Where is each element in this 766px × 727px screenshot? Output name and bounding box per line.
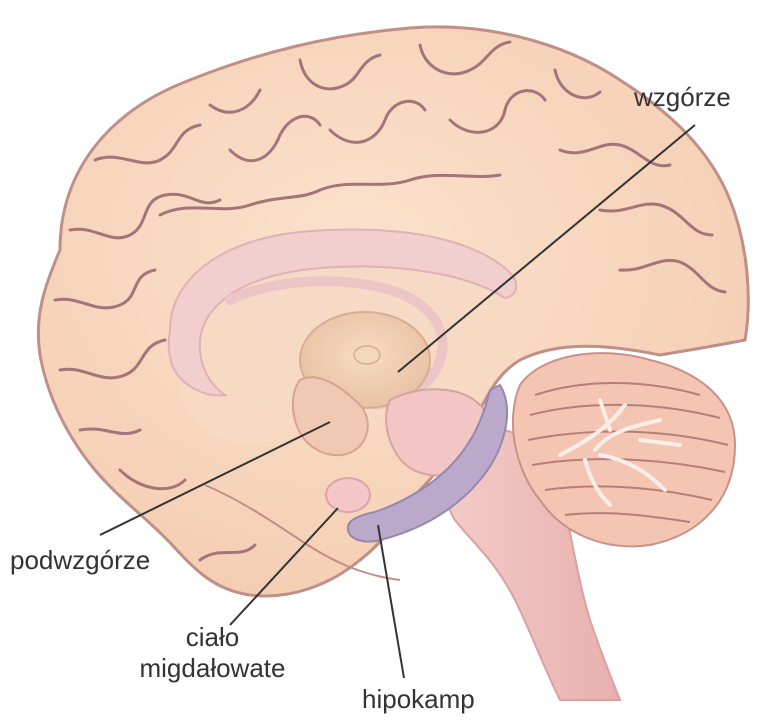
amygdala-label-line1: ciało [125, 622, 300, 653]
thalamus-label: wzgórze [634, 82, 731, 113]
interthalamic-adhesion [354, 346, 380, 364]
amygdala [326, 478, 370, 512]
hypothalamus-label: podwzgórze [10, 545, 150, 576]
amygdala-label-line2: migdałowate [125, 653, 300, 684]
hippocampus-leader-line [378, 525, 404, 678]
amygdala-label: ciało migdałowate [125, 622, 300, 684]
hippocampus-label: hipokamp [362, 684, 475, 715]
